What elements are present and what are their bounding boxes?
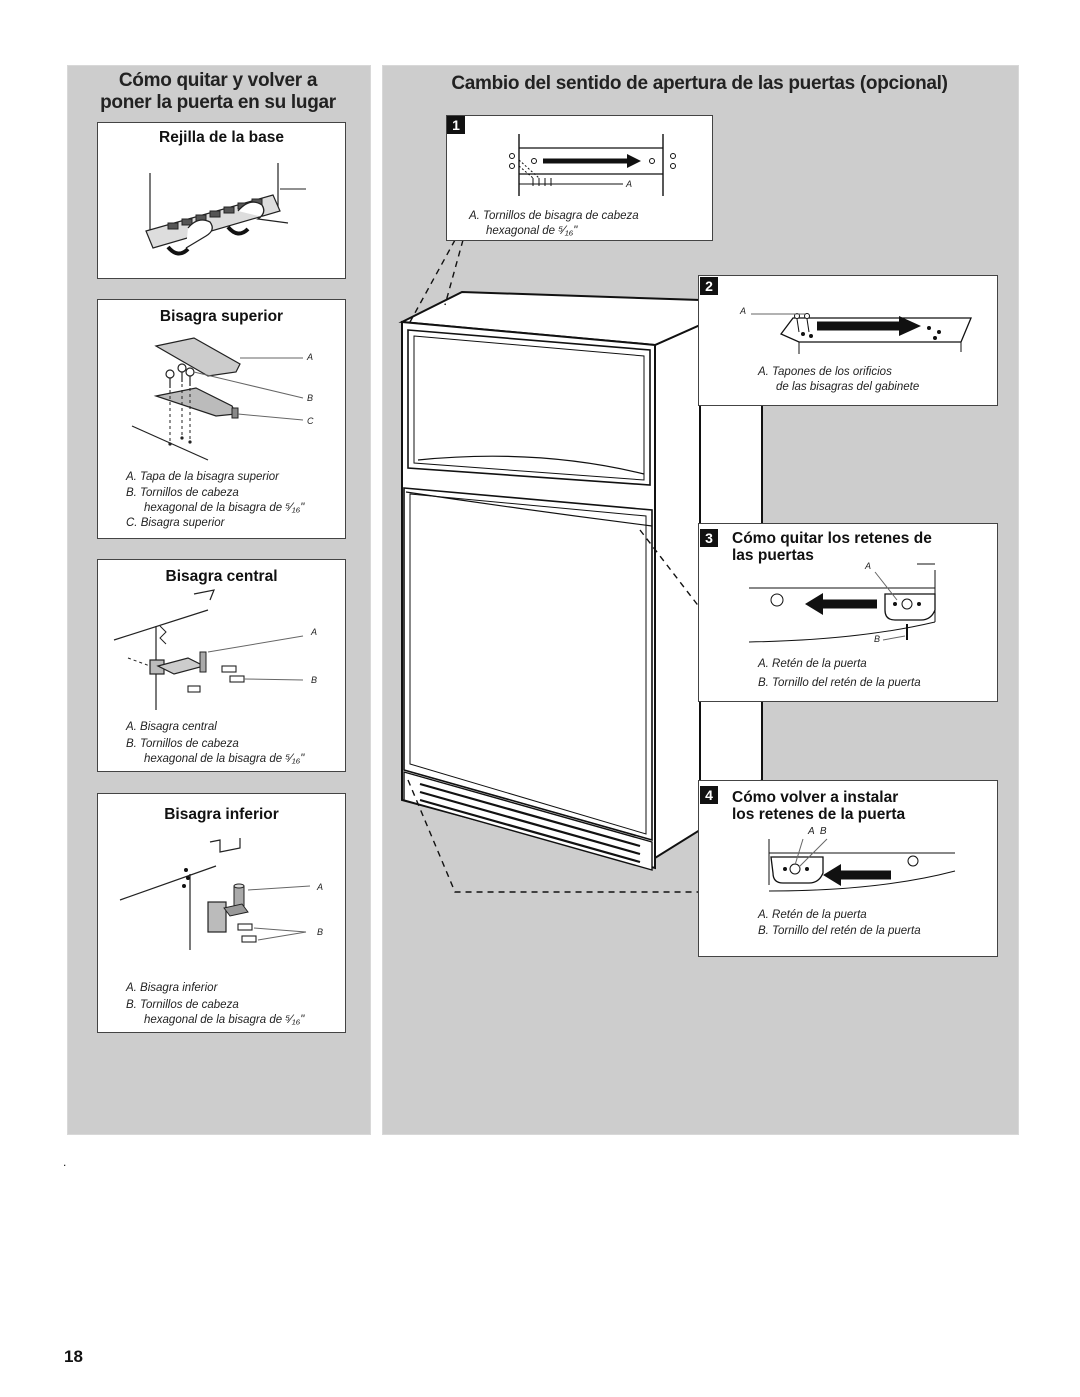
base-grille-title: Rejilla de la base bbox=[159, 129, 284, 146]
step3-box: 3 Cómo quitar los retenes de las puertas… bbox=[698, 523, 998, 702]
bottom-hinge-label-b: B bbox=[317, 927, 324, 937]
bottom-hinge-label-a: A bbox=[317, 882, 324, 892]
bottom-hinge-title: Bisagra inferior bbox=[164, 806, 279, 823]
left-title-line1: Cómo quitar y volver a bbox=[118, 70, 318, 91]
center-hinge-caption-b2: hexagonal de la bisagra de ⁵⁄₁₆" bbox=[144, 753, 305, 765]
center-hinge-label-a: A bbox=[311, 627, 318, 637]
bottom-hinge-illustration bbox=[119, 838, 311, 950]
step2-caption-line1: A. Tapones de los orificios bbox=[758, 366, 892, 378]
step4-box: 4 Cómo volver a instalar los retenes de … bbox=[698, 780, 998, 957]
step2-caption-line2: de las bisagras del gabinete bbox=[776, 381, 920, 393]
top-hinge-label-c: C bbox=[307, 416, 314, 426]
center-hinge-caption-b: B. Tornillos de cabeza bbox=[126, 738, 239, 750]
step2-label-a: A bbox=[740, 306, 747, 316]
top-hinge-title: Bisagra superior bbox=[159, 308, 284, 325]
step1-illustration bbox=[509, 134, 676, 196]
top-hinge-caption-a: A. Tapa de la bisagra superior bbox=[126, 471, 280, 483]
step4-illustration bbox=[768, 838, 956, 892]
step4-caption-a: A. Retén de la puerta bbox=[758, 909, 867, 921]
center-hinge-box: Bisagra central A B A. Bisagra central B… bbox=[97, 559, 346, 772]
bottom-hinge-caption-b2: hexagonal de la bisagra de ⁵⁄₁₆" bbox=[144, 1014, 305, 1026]
step3-caption-a: A. Retén de la puerta bbox=[758, 658, 867, 670]
step1-number: 1 bbox=[447, 116, 465, 134]
center-hinge-caption-a: A. Bisagra central bbox=[126, 721, 217, 733]
step2-number: 2 bbox=[700, 277, 718, 295]
step2-box: 2 A A. Tapones de los orificios de las b… bbox=[698, 275, 998, 406]
footer-dot: . bbox=[63, 1155, 67, 1169]
bottom-hinge-caption-a: A. Bisagra inferior bbox=[126, 982, 218, 994]
page-number: 18 bbox=[64, 1347, 83, 1366]
bottom-hinge-caption-b: B. Tornillos de cabeza bbox=[126, 999, 239, 1011]
step3-label-a: A bbox=[865, 561, 872, 571]
step4-title: Cómo volver a instalar los retenes de la… bbox=[732, 789, 905, 823]
base-grille-illustration bbox=[145, 163, 306, 256]
step2-illustration bbox=[751, 313, 972, 354]
base-grille-box: Rejilla de la base bbox=[97, 122, 346, 279]
step3-caption-b: B. Tornillo del retén de la puerta bbox=[758, 677, 921, 689]
step4-caption-b: B. Tornillo del retén de la puerta bbox=[758, 925, 921, 937]
step3-label-b: B bbox=[874, 634, 881, 644]
top-hinge-box: Bisagra superior A B C A. Tapa de la bis… bbox=[97, 299, 346, 539]
center-hinge-illustration bbox=[113, 589, 304, 710]
top-hinge-label-a: A bbox=[307, 352, 314, 362]
bottom-hinge-box: Bisagra inferior A B A. Bisagra inferior… bbox=[97, 793, 346, 1033]
center-hinge-label-b: B bbox=[311, 675, 318, 685]
step1-box: 1 A A. Tornillos de bisagra de cabeza he… bbox=[446, 115, 713, 241]
step4-title-line1: Cómo volver a instalar bbox=[732, 789, 899, 806]
step4-labels-ab: A B bbox=[808, 826, 827, 837]
step3-number: 3 bbox=[700, 529, 718, 547]
top-hinge-illustration bbox=[131, 337, 304, 461]
step3-title-line2: las puertas bbox=[732, 547, 814, 564]
step4-title-line2: los retenes de la puerta bbox=[732, 806, 906, 823]
center-hinge-title: Bisagra central bbox=[165, 568, 278, 585]
right-panel-title: Cambio del sentido de apertura de las pu… bbox=[451, 73, 948, 94]
step3-illustration bbox=[748, 563, 936, 643]
step1-caption-line1: A. Tornillos de bisagra de cabeza bbox=[469, 210, 639, 222]
step1-label-a: A bbox=[626, 179, 633, 189]
top-hinge-caption-c: C. Bisagra superior bbox=[126, 517, 225, 529]
step1-caption-line2: hexagonal de ⁵⁄₁₆" bbox=[486, 225, 578, 237]
top-hinge-caption-b2: hexagonal de la bisagra de ⁵⁄₁₆" bbox=[144, 502, 305, 514]
top-hinge-label-b: B bbox=[307, 393, 314, 403]
left-panel-title: Cómo quitar y volver a poner la puerta e… bbox=[67, 70, 369, 114]
step3-title-line1: Cómo quitar los retenes de bbox=[732, 530, 932, 547]
step3-title: Cómo quitar los retenes de las puertas bbox=[732, 530, 932, 564]
left-title-line2: poner la puerta en su lugar bbox=[100, 92, 336, 113]
step4-number: 4 bbox=[700, 786, 718, 804]
top-hinge-caption-b: B. Tornillos de cabeza bbox=[126, 487, 239, 499]
